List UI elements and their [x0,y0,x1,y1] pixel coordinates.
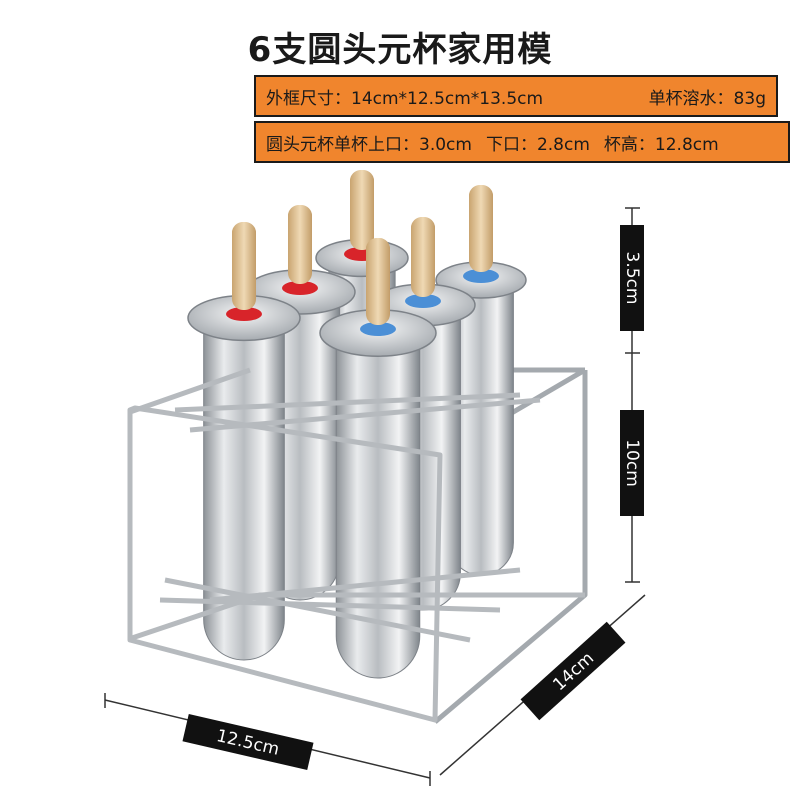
silicone-ring [463,269,499,283]
stick-top [469,185,493,272]
spec-cup-height: 杯高：12.8cm [603,134,719,155]
spec-cup-volume: 单杯溶水：83g [648,88,766,109]
silicone-ring [282,281,318,295]
spec-bar-frame: 外框尺寸：14cm*12.5cm*13.5cm 单杯溶水：83g [254,75,778,117]
stick-top [232,222,256,310]
spec-bar-cup: 圆头元杯单杯上口：3.0cm 下口：2.8cm 杯高：12.8cm [254,121,790,163]
cup-front-left [187,222,301,661]
silicone-ring [226,307,262,321]
spec-frame-size: 外框尺寸：14cm*12.5cm*13.5cm [266,88,544,109]
stick-top [350,170,374,250]
silicone-ring [405,294,441,308]
svg-text:3.5cm: 3.5cm [622,252,642,305]
dim-label-top-height: 3.5cm [620,225,644,331]
cup-body [203,327,285,661]
stick-top [288,205,312,284]
spec-cup-top: 圆头元杯单杯上口：3.0cm [266,134,472,155]
svg-text:10cm: 10cm [622,439,642,487]
spec-cup-bottom: 下口：2.8cm [485,134,590,155]
dim-label-body-height: 10cm [620,410,644,516]
wire-rack-front [127,367,585,723]
stick-top [411,217,435,297]
dim-label-width: 12.5cm [182,713,314,771]
page-title: 6支圆头元杯家用模 [247,30,553,70]
cup-back-right [435,185,527,576]
silicone-ring [360,322,396,336]
stick-top [366,238,390,325]
